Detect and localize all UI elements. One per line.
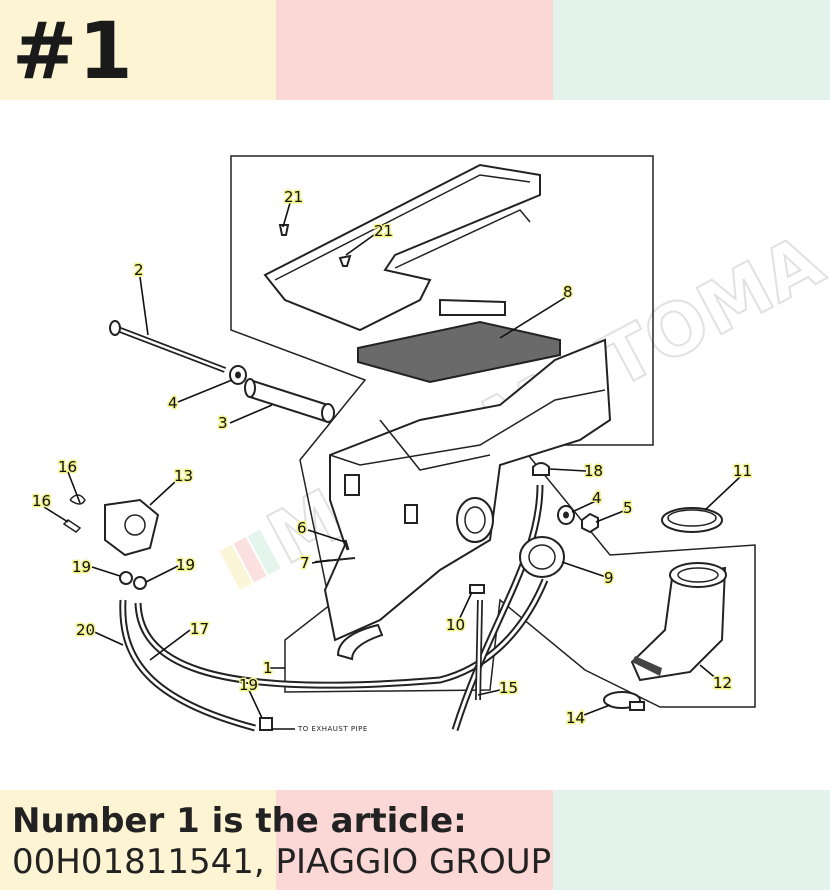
bottom-color-band bbox=[0, 790, 830, 890]
label-part-19c: 19 bbox=[239, 676, 258, 694]
clamp-part-19c bbox=[259, 717, 273, 731]
screw-part-21a bbox=[278, 224, 290, 236]
label-part-18: 18 bbox=[584, 462, 603, 480]
clamp-ring-part-12 bbox=[661, 507, 723, 533]
label-part-10: 10 bbox=[446, 616, 465, 634]
clip-part-16b bbox=[62, 519, 82, 533]
clip-part-16a bbox=[69, 494, 86, 505]
pin-part-6 bbox=[343, 539, 350, 551]
cap-part-18 bbox=[532, 462, 550, 476]
air-filter-element bbox=[357, 298, 561, 384]
label-part-14: 15 bbox=[499, 679, 518, 697]
leader-lines bbox=[43, 202, 741, 719]
label-part-17: 17 bbox=[190, 620, 209, 638]
exhaust-pipe-note: TO EXHAUST PIPE bbox=[297, 725, 368, 733]
intake-duct-part-11 bbox=[630, 562, 727, 682]
airbox-housing bbox=[323, 338, 612, 642]
part-labels: 2 4 3 21 21 8 13 16 16 19 19 20 17 19 6 … bbox=[31, 187, 754, 729]
label-part-16a: 16 bbox=[58, 458, 77, 476]
label-part-19a: 19 bbox=[72, 558, 91, 576]
sleeve-part-9 bbox=[519, 536, 565, 578]
bracket-part-10 bbox=[469, 584, 485, 594]
label-part-3: 3 bbox=[218, 414, 228, 432]
screw-part-21b bbox=[338, 254, 352, 267]
label-part-1: 1 bbox=[263, 659, 273, 677]
manufacturer-name: , PIAGGIO GROUP bbox=[253, 842, 552, 882]
filter-cover bbox=[263, 163, 541, 332]
part-number: 00H01811541 bbox=[12, 842, 254, 882]
label-part-5: 5 bbox=[623, 499, 633, 517]
label-part-21b: 21 bbox=[374, 222, 393, 240]
article-heading: Number 1 is the article: bbox=[12, 801, 467, 841]
support-bracket bbox=[336, 623, 384, 661]
hose-clamp-part-13 bbox=[603, 691, 645, 711]
label-part-13: 14 bbox=[566, 709, 585, 727]
spacer-part-3 bbox=[244, 378, 335, 424]
clamp-part-19b bbox=[133, 576, 147, 590]
label-part-16b: 16 bbox=[32, 492, 51, 510]
label-part-4b: 4 bbox=[592, 489, 602, 507]
top-color-band bbox=[0, 0, 830, 100]
label-part-8: 8 bbox=[563, 283, 573, 301]
clamp-part-19a bbox=[119, 571, 133, 585]
article-identifier: 00H01811541, PIAGGIO GROUP bbox=[12, 840, 551, 884]
label-part-19b: 19 bbox=[176, 556, 195, 574]
label-part-2: 2 bbox=[134, 261, 144, 279]
label-part-20: 20 bbox=[76, 621, 95, 639]
label-part-12: 11 bbox=[733, 462, 752, 480]
label-part-4a: 4 bbox=[168, 394, 178, 412]
exploded-parts-diagram: MOTOMOTOMA bbox=[31, 155, 830, 733]
breather-part-15 bbox=[104, 498, 160, 557]
label-part-7: 7 bbox=[300, 554, 310, 572]
bolt-part-2 bbox=[109, 320, 227, 373]
label-part-9: 9 bbox=[604, 569, 614, 587]
label-part-6: 6 bbox=[297, 519, 307, 537]
nut-part-5 bbox=[581, 512, 599, 534]
item-number: #1 bbox=[12, 7, 134, 97]
label-part-15: 13 bbox=[174, 467, 193, 485]
label-part-11: 12 bbox=[713, 674, 732, 692]
label-part-21a: 21 bbox=[284, 188, 303, 206]
